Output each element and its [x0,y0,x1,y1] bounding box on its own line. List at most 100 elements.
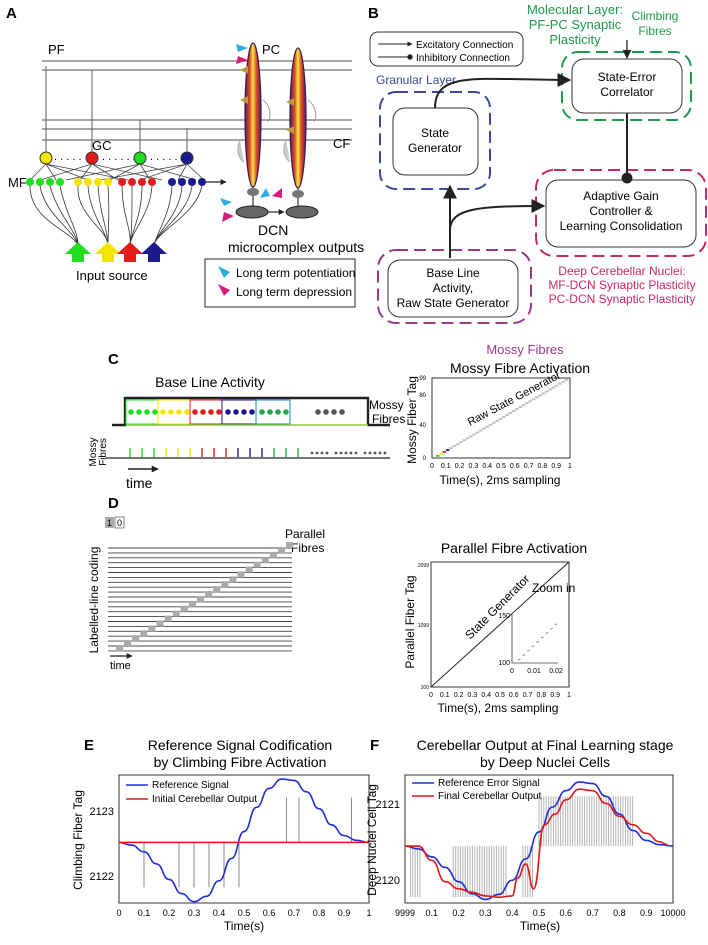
legend-e-initial-output: Initial Cerebellar Output [152,794,257,805]
mf-activation-step [541,392,546,395]
x-tick-label: 0.6 [263,908,276,918]
x-tick-label: 0.6 [510,463,520,470]
mf-label: MF [8,175,27,190]
x-tick-label: 0.7 [524,463,534,470]
pf-chart-ylabel: Parallel Fiber Tag [403,575,417,668]
pf-active-bit [245,566,253,573]
dcn-title-3: PC-DCN Synaptic Plasticity [549,292,696,306]
x-tick-label: 0.8 [313,908,326,918]
fibres-label-d: Fibres [291,541,324,555]
mf-activation-diagonal [436,378,569,457]
x-tick-label: 0.8 [613,908,626,918]
x-tick-label: 0.4 [481,692,491,699]
pc-label: PC [262,42,280,57]
legend-f-reference: Reference Error Signal [438,778,540,789]
pf-active-bit [197,596,204,602]
mf-activation-step [436,455,440,457]
granular-layer-title: Granular Layer [376,73,456,87]
mf-activation-step [502,416,506,418]
molecular-layer-title-2: PF-PC Synaptic [529,17,622,32]
mf-activation-step [498,417,503,420]
chart-f-title-2: by Deep Nuclei Cells [480,754,610,770]
pf-active-bit [172,610,180,617]
mf-ytick: 80 [419,393,426,399]
x-tick-label: 0.8 [538,463,548,470]
x-tick-label: 0.2 [455,463,465,470]
mf-activation-step [482,427,486,430]
bit-zero-box [114,516,125,529]
pf-chart-frame [430,561,570,688]
dcn-title-1: Deep Cerebellar Nuclei: [558,264,685,278]
panel-d: D 1 0 Parallel Fibres Labelled-line codi… [87,495,587,715]
panel-label-a: A [6,5,17,22]
mf-activation-step [472,433,476,436]
input-source-label: Input source [76,268,148,283]
baseline-text-1: Base Line [426,266,480,280]
baseline-text-2: Activity, [433,281,473,295]
x-tick-label: 0.1 [441,463,451,470]
x-tick-label: 0.1 [138,908,151,918]
chart-f-xlabel: Time(s) [520,919,560,933]
baseline-activity-trace [112,396,390,427]
baseline-to-gain-arrow [449,199,546,231]
x-tick-label: 0 [430,463,434,470]
mf-activation-step [535,396,539,399]
x-tick-label: 0.7 [288,908,301,918]
gc-dots-3: . . . . . . [150,151,184,163]
x-tick-label: 0.3 [188,908,201,918]
labelled-line-label: Labelled-line coding [87,547,101,654]
mf-dot [349,451,353,455]
mf-activity-dots [128,409,345,415]
series-line [405,788,668,899]
pf-active-bit [156,620,164,627]
zoom-step [536,640,540,643]
x-tick-label: 0.2 [163,908,176,918]
x-tick-label: 0.9 [550,692,560,699]
zoom-xtick: 0.02 [549,668,563,675]
state-to-correlator-arrow [434,72,572,109]
x-tick-label: 0.4 [506,908,519,918]
legend-inhibitory: Inhibitory Connection [416,53,510,64]
pf-activation-diagonal [430,561,570,688]
zoom-ytick: 100 [498,660,510,667]
chart-e-plot [118,778,370,903]
pf-active-bit [116,645,123,651]
mf-chart-title: Mossy Fibre Activation [450,360,590,376]
pf-active-bit [132,635,140,642]
input-arrows [65,242,167,262]
mf-activation-step [511,410,516,412]
x-tick-label: 0 [116,908,121,918]
x-tick-label: 1 [366,908,371,918]
mf-chart-xlabel: Time(s), 2ms sampling [440,473,561,487]
x-tick-label: 0.3 [468,692,478,699]
mf-activation-step [551,386,555,389]
panel-f: F Cerebellar Output at Final Learning st… [365,737,686,933]
pf-active-bit [261,556,269,563]
bit-zero: 0 [117,518,122,528]
cf-label: CF [333,136,350,151]
correlator-text-1: State-Error [598,70,657,84]
mf-activation-step [548,388,552,391]
legend-excitatory: Excitatory Connection [416,40,513,51]
molecular-layer-title-1: Molecular Layer: [527,2,623,17]
mf-activation-step [488,423,493,426]
chart-e-title-2: by Climbing Fibre Activation [154,754,327,770]
mf-groups [125,399,291,425]
pf-active-bit [180,605,188,612]
pf-chart-title: Parallel Fibre Activation [441,540,587,556]
mf-dot [310,451,314,455]
x-tick-label: 9999 [395,908,415,918]
x-tick-label: 0.2 [452,908,465,918]
purkinje-cells [236,42,317,208]
x-tick-label: 0.3 [479,908,492,918]
mf-dot [363,451,367,455]
chart-f-ytick: 2120 [376,875,400,887]
panel-label-c: C [108,351,119,368]
mf-activation-step [445,449,450,451]
mf-activation-step [465,437,470,440]
x-tick-label: 0.5 [238,908,251,918]
panel-c: C Mossy Fibres Base Line Activity Mossy … [88,342,590,491]
mossy-region [377,249,532,324]
chart-f-ytick: 2121 [376,799,400,811]
